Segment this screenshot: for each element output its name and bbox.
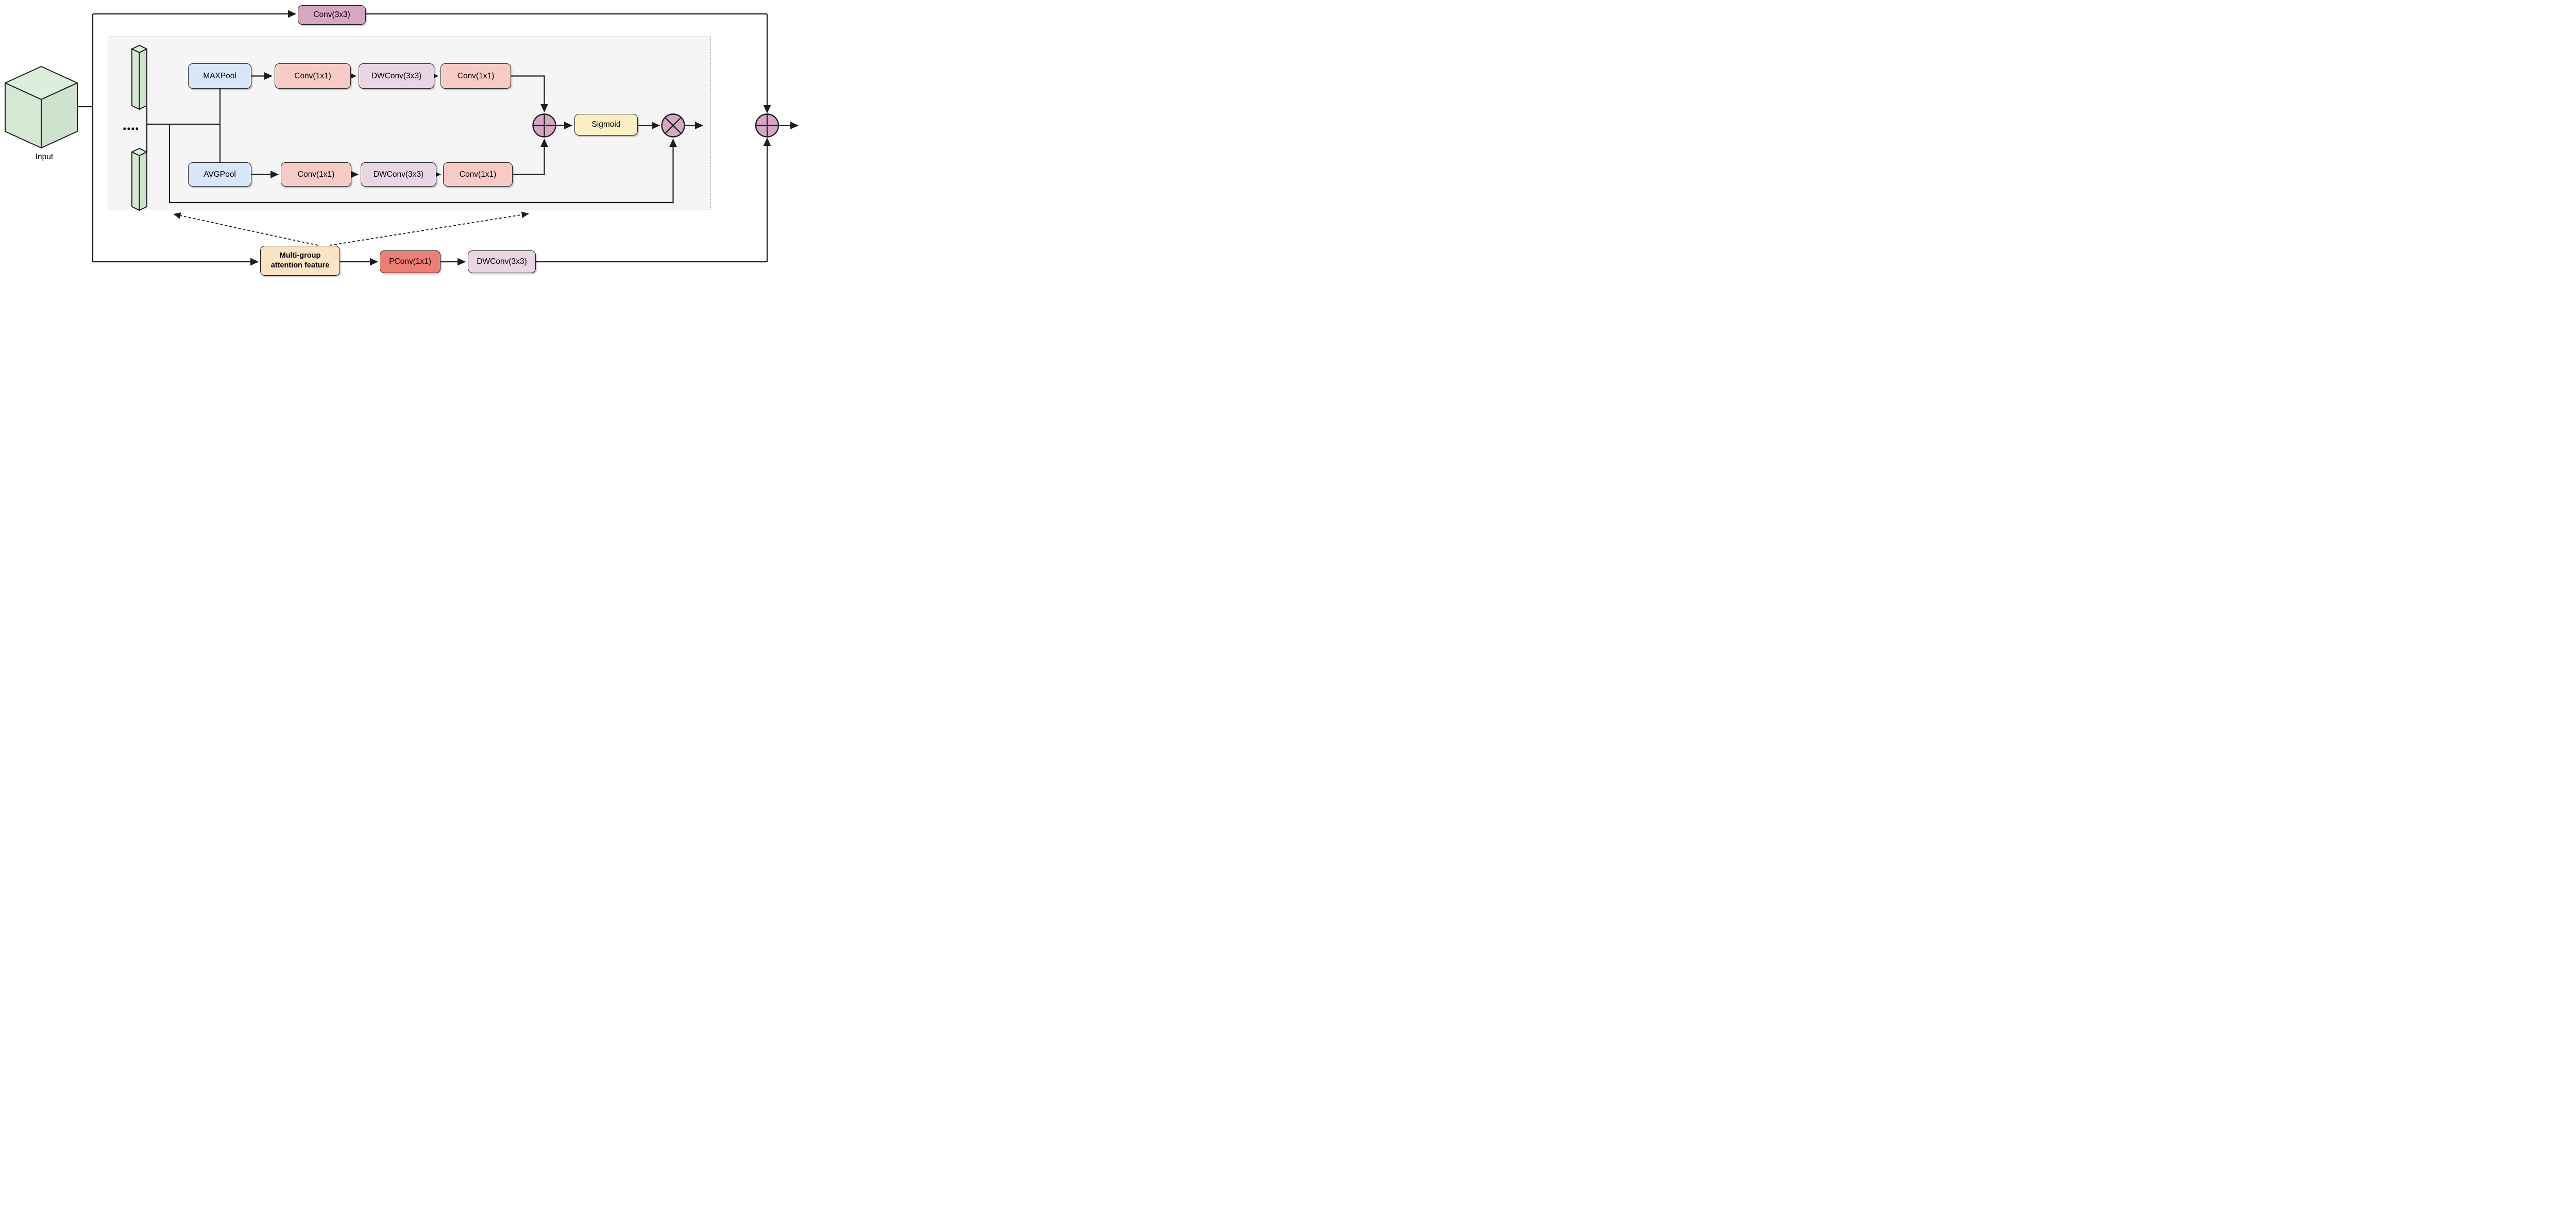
ellipsis-dot bbox=[131, 127, 134, 130]
plus-sign bbox=[533, 114, 556, 137]
group-ellipsis-dots-icon bbox=[123, 127, 138, 130]
node-conv1x1-bottom-in: Conv(1x1) bbox=[281, 162, 351, 187]
ellipsis-dot bbox=[135, 127, 138, 130]
node-sigmoid: Sigmoid bbox=[574, 114, 638, 136]
node-dwconv-out: DWConv(3x3) bbox=[468, 250, 536, 273]
plus-sign bbox=[756, 114, 778, 137]
node-avgpool: AVGPool bbox=[188, 162, 251, 187]
feature-bar-top-left-face bbox=[131, 48, 140, 110]
feature-bar-top-right-face bbox=[139, 48, 147, 110]
dashed-arrow-mgaf-to-group-left bbox=[173, 212, 318, 246]
ellipsis-dot bbox=[127, 127, 130, 130]
ellipsis-dot bbox=[123, 127, 126, 130]
mgaf-label-line2: attention feature bbox=[270, 261, 330, 270]
mgaf-label: Multi-group attention feature bbox=[271, 251, 330, 271]
node-conv1x1-top-out: Conv(1x1) bbox=[440, 63, 511, 89]
input-cube bbox=[5, 66, 78, 148]
node-conv1x1-top-in: Conv(1x1) bbox=[275, 63, 351, 89]
node-pconv: PConv(1x1) bbox=[380, 250, 440, 273]
dashed-arrow-mgaf-to-group-right bbox=[329, 211, 529, 246]
node-multi-group-attention-feature: Multi-group attention feature bbox=[260, 246, 340, 276]
node-dwconv-top: DWConv(3x3) bbox=[359, 63, 434, 89]
sum-operator-icon bbox=[532, 113, 556, 138]
diagram-canvas: Conv(3x3) MAXPool Conv(1x1) DWConv(3x3) … bbox=[0, 0, 805, 282]
node-dwconv-bottom: DWConv(3x3) bbox=[361, 162, 436, 187]
feature-bar-bottom bbox=[131, 148, 147, 211]
node-maxpool: MAXPool bbox=[188, 63, 251, 89]
input-label: Input bbox=[35, 153, 54, 161]
multiply-operator-icon bbox=[661, 113, 685, 138]
edge-skip-into-multiply bbox=[168, 124, 677, 204]
times-sign bbox=[665, 117, 682, 134]
mgaf-label-line1: Multi-group bbox=[279, 251, 321, 260]
node-conv1x1-bottom-out: Conv(1x1) bbox=[443, 162, 513, 187]
sum-output-operator-icon bbox=[755, 113, 779, 138]
edge-bottom-branch-into-sum bbox=[513, 138, 548, 175]
input-cube-right-face bbox=[41, 82, 78, 148]
connector-layer bbox=[5, 10, 799, 266]
feature-bar-bottom-left-face bbox=[131, 152, 140, 211]
feature-bar-top bbox=[131, 45, 147, 110]
edge-top-branch-into-sum bbox=[511, 75, 548, 113]
feature-bar-bottom-right-face bbox=[139, 152, 147, 211]
node-conv3x3: Conv(3x3) bbox=[298, 5, 366, 25]
